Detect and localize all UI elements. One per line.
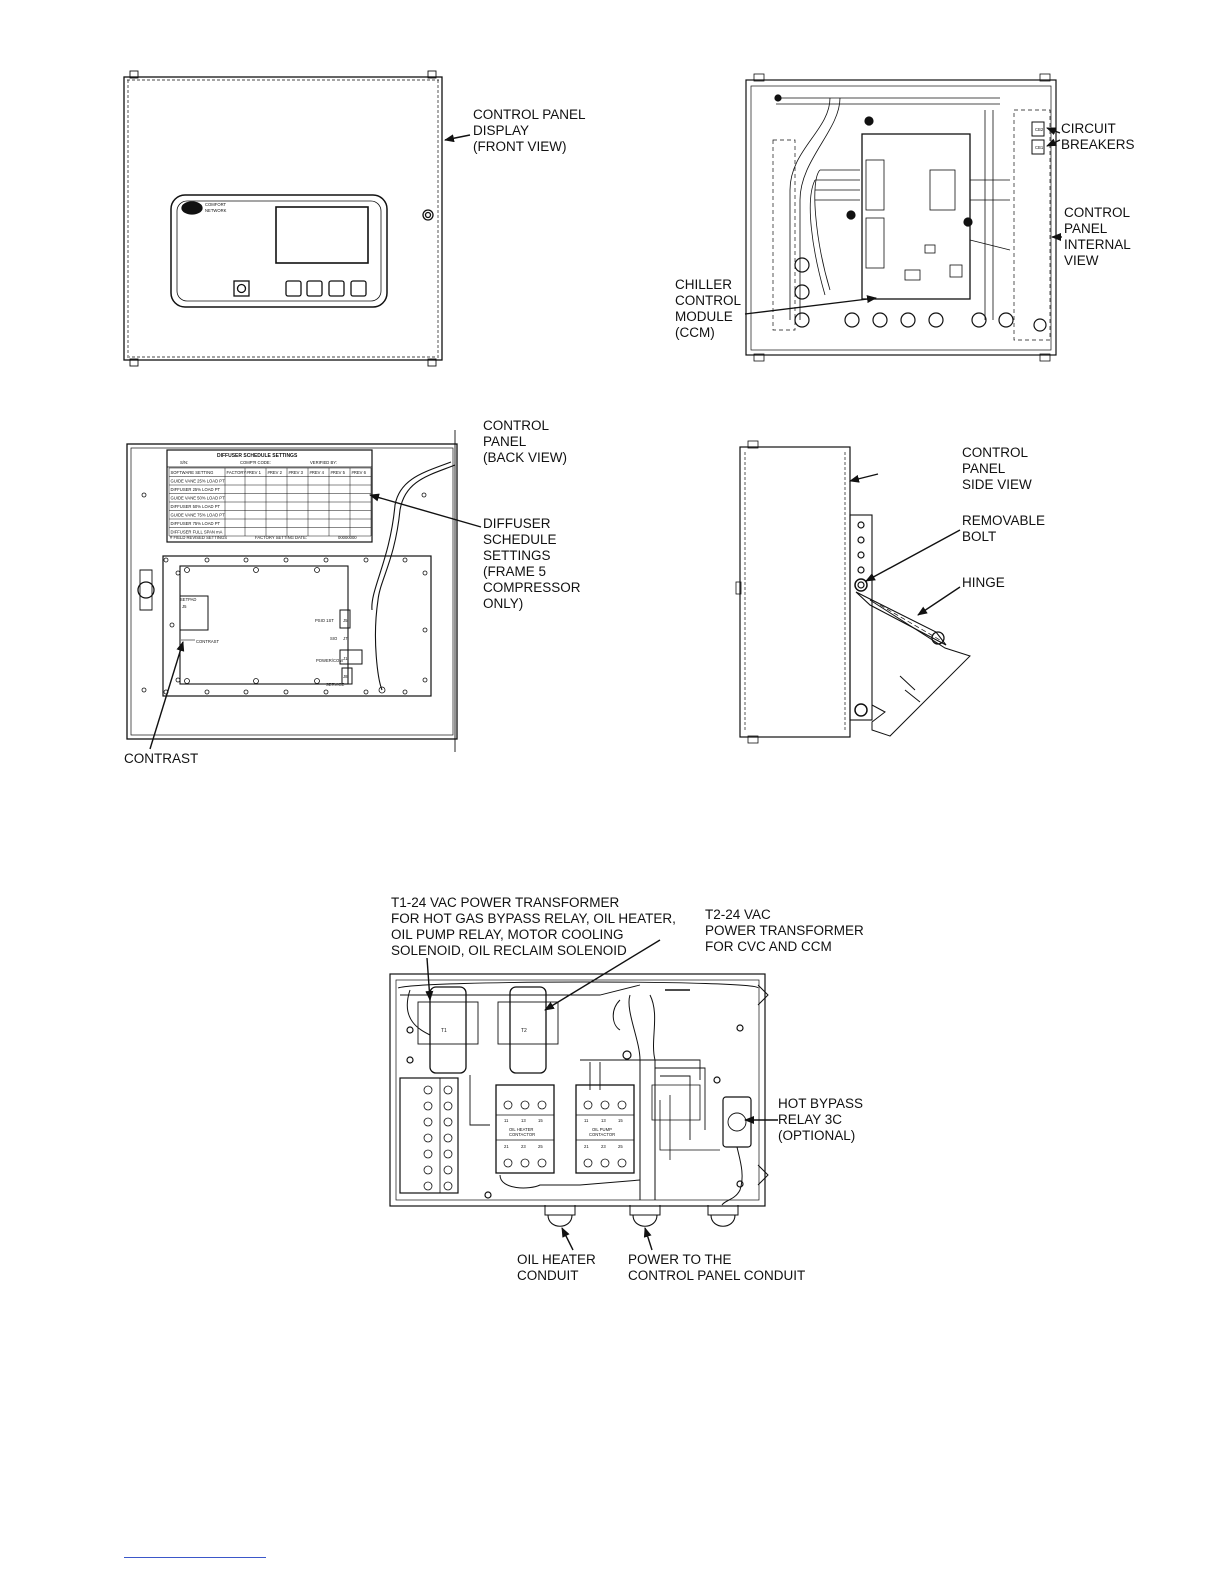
contact-number-bottom: 23 <box>521 1144 526 1149</box>
hot-bypass-callout: HOT BYPASS RELAY 3C (OPTIONAL) <box>778 1096 864 1143</box>
ccm-callout: CHILLER CONTROL MODULE (CCM) <box>675 277 742 340</box>
schedule-footer-left: # FIELD REVISED SETTINGS <box>170 535 227 540</box>
t1-board-label: T1 <box>441 1028 447 1034</box>
schedule-verified: VERIFIED BY: <box>310 460 337 465</box>
side-view-panel <box>735 440 971 744</box>
contact-number-bottom: 23 <box>601 1144 606 1149</box>
schedule-header-cell: #REV 1 <box>247 470 262 475</box>
back-view-screws <box>141 492 428 695</box>
power-panel <box>389 973 769 1227</box>
back-j5-label: J5 <box>182 604 187 609</box>
back-conn2-label: SIO <box>330 636 338 641</box>
cb1-label: CB1 <box>1035 145 1044 150</box>
back-setpad-label: SETPAD <box>180 597 196 602</box>
contact-number-top: 15 <box>538 1118 543 1123</box>
schedule-header-cell: #REV 6 <box>352 470 367 475</box>
t2-board-label: T2 <box>521 1028 527 1034</box>
contact-number-bottom: 21 <box>504 1144 509 1149</box>
footnote-rule <box>124 1557 266 1558</box>
schedule-header-cell: #REV 3 <box>289 470 304 475</box>
oil-heater-conduit-callout: OIL HEATER CONDUIT <box>517 1252 596 1283</box>
contact-number-top: 11 <box>504 1118 509 1123</box>
contact-number-top: 11 <box>584 1118 589 1123</box>
contact-number-bottom: 25 <box>538 1144 543 1149</box>
schedule-row-label: GUIDE VANE 50% LOAD PT <box>171 496 226 501</box>
terminal-block <box>423 1085 453 1191</box>
contact-number-top: 13 <box>601 1118 606 1123</box>
back-conn1-label: PSIO 1ST <box>315 618 334 623</box>
schedule-row-label: GUIDE VANE 25% LOAD PT <box>171 479 226 484</box>
t2-callout: T2-24 VAC POWER TRANSFORMER FOR CVC AND … <box>705 907 864 954</box>
display-logo-sub: NETWORK <box>205 208 227 213</box>
schedule-cells: SOFTWARE SETTING FACTORY#REV 1 #REV 2 #REV … <box>171 470 367 535</box>
back-j-label-3: J1 <box>343 656 348 661</box>
side-view-callout: CONTROL PANEL SIDE VIEW <box>962 445 1032 492</box>
back-view-panel <box>126 430 458 752</box>
schedule-header-cell: #REV 2 <box>268 470 283 475</box>
schedule-grid <box>168 467 372 537</box>
schedule-footer-right: 00000000 <box>338 535 357 540</box>
cb2-label: CB2 <box>1035 127 1044 132</box>
contrast-callout: CONTRAST <box>124 751 199 766</box>
front-view-panel <box>123 70 443 367</box>
schedule-header-cell: FACTORY <box>227 470 247 475</box>
schedule-header-cell: #REV 4 <box>310 470 325 475</box>
oil-pump-contactor-label: OIL PUMP <box>592 1127 612 1132</box>
oil-heater-contactor-label-2: CONTACTOR <box>509 1132 535 1137</box>
removable-bolt-callout: REMOVABLE BOLT <box>962 513 1046 544</box>
power-conduit-callout: POWER TO THE CONTROL PANEL CONDUIT <box>628 1252 806 1283</box>
back-j-label-1: J5 <box>343 618 348 623</box>
t1-callout: T1-24 VAC POWER TRANSFORMER FOR HOT GAS … <box>391 895 676 958</box>
schedule-footer-mid: FACTORY SETTING DATE: <box>255 535 307 540</box>
oil-pump-contactor-label-2: CONTACTOR <box>589 1132 615 1137</box>
schedule-title: DIFFUSER SCHEDULE SETTINGS <box>217 453 298 459</box>
contact-number-bottom: 25 <box>618 1144 623 1149</box>
internal-view-callout: CONTROL PANEL INTERNAL VIEW <box>1064 205 1131 268</box>
diffuser-callout: DIFFUSER SCHEDULE SETTINGS (FRAME 5 COMP… <box>483 516 581 611</box>
schedule-row-label: DIFFUSER 50% LOAD PT <box>171 504 221 509</box>
display-logo: COMFORT <box>205 202 227 207</box>
back-j-label-2: J7 <box>343 636 348 641</box>
contactor-terminals <box>503 1100 627 1168</box>
contact-numbers: 11 21 13 23 15 25 11 21 13 23 15 25 <box>504 1118 623 1149</box>
schedule-row-label: DIFFUSER FULL SPAN mA <box>171 530 223 535</box>
schedule-table: DIFFUSER SCHEDULE SETTINGS S/N: COMP'R C… <box>168 453 372 540</box>
contact-number-top: 15 <box>618 1118 623 1123</box>
schedule-row-label: DIFFUSER 25% LOAD PT <box>171 487 221 492</box>
internal-view-panel <box>745 73 1057 362</box>
back-conn3-label: POWER/COM <box>316 658 343 663</box>
schedule-row-label: GUIDE VANE 75% LOAD PT <box>171 513 226 518</box>
schedule-header-cell: #REV 5 <box>331 470 346 475</box>
front-view-callout: CONTROL PANEL DISPLAY (FRONT VIEW) <box>473 107 586 154</box>
contact-number-top: 13 <box>521 1118 526 1123</box>
back-contrast-label: CONTRAST <box>196 639 219 644</box>
oil-heater-contactor-label: OIL HEATER <box>509 1127 533 1132</box>
schedule-sn: S/N: <box>180 460 188 465</box>
schedule-comp-code: COMP'R CODE: <box>240 460 271 465</box>
back-conn4-label: SERVICE <box>326 682 345 687</box>
back-view-callout: CONTROL PANEL (BACK VIEW) <box>483 418 568 465</box>
contact-number-bottom: 21 <box>584 1144 589 1149</box>
back-j-label-4: J8 <box>343 674 348 679</box>
hinge-callout: HINGE <box>962 575 1005 590</box>
schedule-header-cell: SOFTWARE SETTING <box>171 470 214 475</box>
schedule-row-label: DIFFUSER 75% LOAD PT <box>171 521 221 526</box>
circuit-breakers-callout: CIRCUIT BREAKERS <box>1061 121 1135 152</box>
